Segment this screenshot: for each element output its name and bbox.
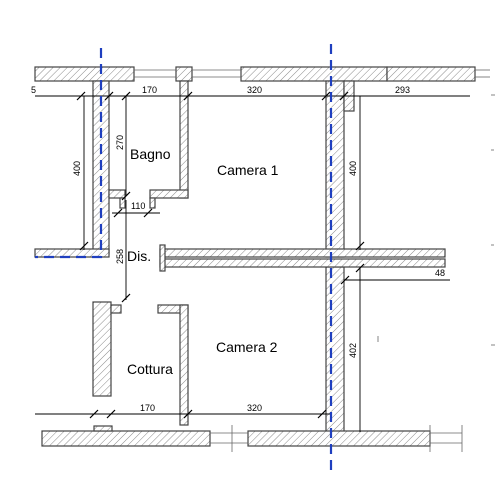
bottom-wall-left bbox=[41, 430, 211, 447]
dim-label-bottom-cottura: 170 bbox=[140, 403, 155, 413]
cottura-top-wall-left bbox=[110, 304, 122, 314]
dim-tick-top-5 bbox=[321, 91, 331, 101]
bagno-door-jamb-right bbox=[149, 197, 156, 209]
axis-lines bbox=[35, 44, 333, 472]
dim-tick-bottom-4 bbox=[317, 409, 327, 419]
dim-tick-right-1 bbox=[340, 275, 350, 285]
bagno-bottom-wall-right bbox=[149, 189, 189, 199]
bottom-wall-right bbox=[247, 430, 431, 447]
dim-label-dis-height: 258 bbox=[115, 249, 125, 264]
dim-tick-top-2 bbox=[104, 91, 114, 101]
room-label-camera1: Camera 1 bbox=[217, 162, 279, 178]
mid-wall-left bbox=[34, 248, 110, 258]
dim-label-camera2-height: 402 bbox=[348, 343, 358, 358]
dim-label-left-height: 400 bbox=[72, 161, 82, 176]
dim-tick-bagno-1 bbox=[121, 191, 131, 201]
dimension-lines bbox=[35, 91, 470, 432]
dim-tick-top-1 bbox=[76, 91, 86, 101]
bagno-right-wall bbox=[179, 80, 189, 199]
walls bbox=[34, 66, 490, 452]
dimension-labels: 5 170 320 293 400 270 110 400 258 48 402… bbox=[31, 85, 445, 413]
dim-label-camera1-height: 400 bbox=[348, 161, 358, 176]
dim-tick-camera2-1 bbox=[355, 263, 365, 273]
dim-label-top-right: 293 bbox=[395, 85, 410, 95]
dim-label-bottom-camera2: 320 bbox=[247, 403, 262, 413]
bottom-wall-notch bbox=[93, 425, 113, 432]
dim-label-bagno-height: 270 bbox=[115, 135, 125, 150]
dim-tick-bottom-3 bbox=[183, 409, 193, 419]
top-wall-left bbox=[34, 66, 135, 82]
dim-tick-left-1 bbox=[79, 241, 89, 251]
top-wall-stub bbox=[175, 66, 193, 82]
room-label-cottura: Cottura bbox=[127, 361, 173, 377]
dim-tick-top-6 bbox=[339, 91, 349, 101]
cottura-right-wall bbox=[179, 304, 189, 426]
dim-label-door: 110 bbox=[131, 201, 145, 211]
dim-label-top-bagno: 170 bbox=[142, 85, 157, 95]
bagno-door-jamb bbox=[119, 197, 126, 209]
top-wall-far-right bbox=[386, 66, 476, 82]
central-wall-lower bbox=[325, 266, 345, 436]
edge-marks bbox=[377, 94, 495, 346]
dim-tick-camera1-1 bbox=[355, 241, 365, 251]
dim-label-right-partial: 48 bbox=[435, 268, 445, 278]
bagno-bottom-wall-left bbox=[108, 189, 126, 199]
dim-tick-bottom-2 bbox=[106, 409, 116, 419]
mid-wall-right bbox=[159, 248, 446, 258]
axis-left bbox=[35, 48, 103, 259]
mid-wall-door-jamb bbox=[159, 244, 166, 272]
cottura-left-wall bbox=[92, 301, 112, 397]
dim-tick-door-2 bbox=[143, 208, 153, 218]
dim-label-top-left: 5 bbox=[31, 85, 36, 95]
top-wall-right bbox=[240, 66, 388, 82]
room-label-bagno: Bagno bbox=[130, 146, 171, 162]
dim-label-top-camera1: 320 bbox=[247, 85, 262, 95]
central-wall-upper bbox=[325, 80, 345, 258]
room-label-dis: Dis. bbox=[127, 248, 151, 264]
dim-tick-top-4 bbox=[183, 91, 193, 101]
dim-tick-door-1 bbox=[113, 208, 123, 218]
dim-tick-dis-1 bbox=[121, 293, 131, 303]
room-label-camera2: Camera 2 bbox=[216, 339, 278, 355]
room-labels: Bagno Camera 1 Dis. Camera 2 Cottura bbox=[127, 146, 279, 377]
dim-tick-bottom-1 bbox=[89, 409, 99, 419]
mid-wall-right-lower bbox=[159, 258, 446, 268]
